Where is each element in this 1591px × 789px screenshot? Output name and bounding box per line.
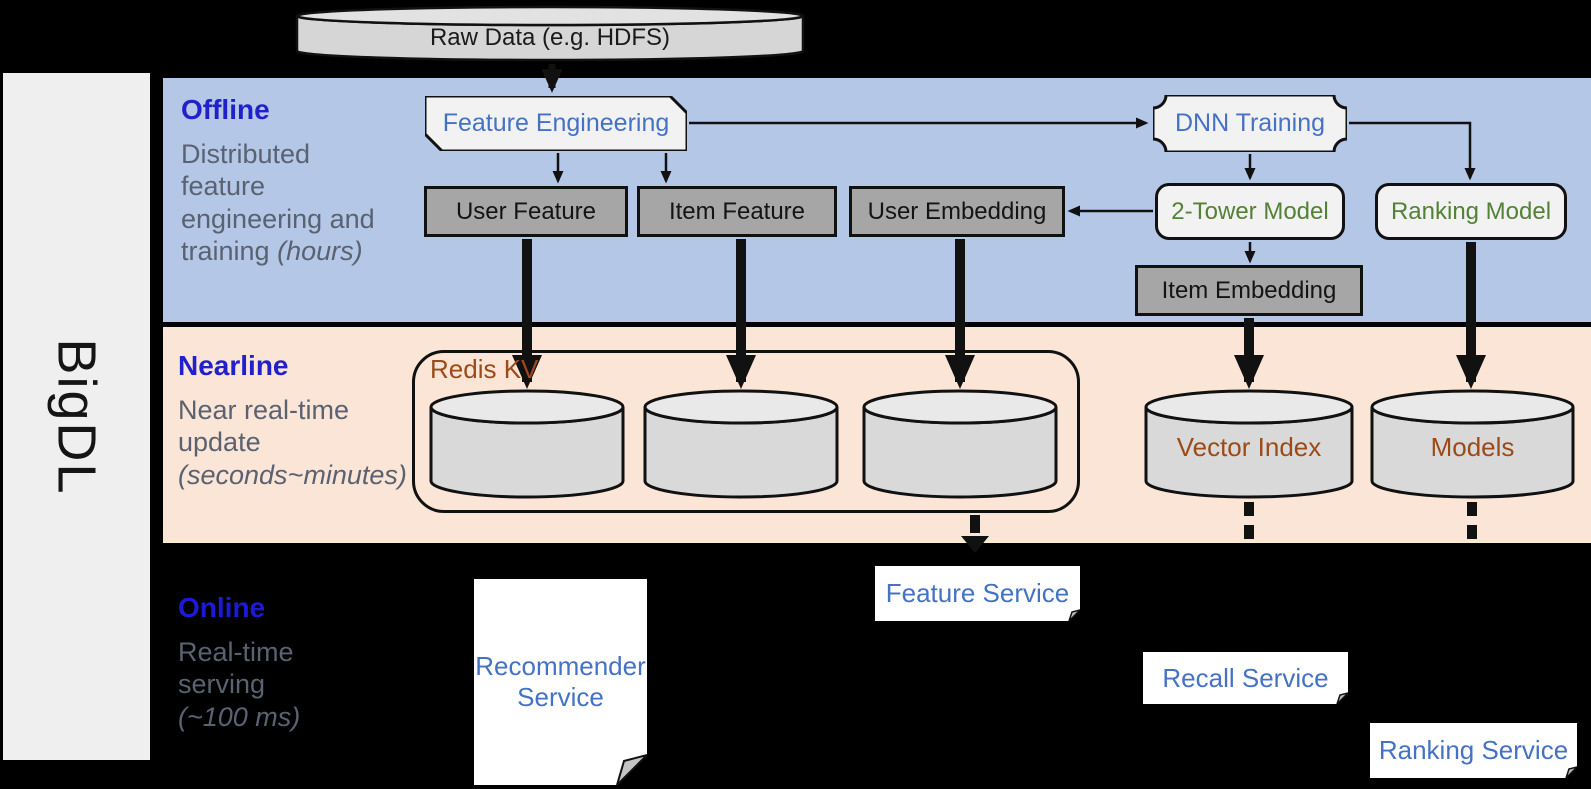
redis-cylinder-2 — [643, 388, 839, 500]
user-embedding-node: User Embedding — [849, 186, 1065, 237]
ranking-service-label: Ranking Service — [1378, 735, 1569, 765]
item-feature-label: Item Feature — [668, 197, 806, 225]
cylinder-shape — [429, 389, 625, 499]
nearline-title: Nearline — [178, 350, 289, 381]
recall-service-label: Recall Service — [1162, 662, 1329, 693]
nearline-desc-text: Near real-time update — [178, 395, 350, 458]
online-section-header: Online Real-time serving (~100 ms) — [178, 592, 320, 733]
raw-data-store: Raw Data (e.g. HDFS) — [295, 4, 805, 62]
vector-index-store: Vector Index — [1144, 388, 1354, 500]
offline-description: Distributed feature engineering and trai… — [181, 138, 396, 268]
feature-service-node: Feature Service — [875, 566, 1080, 621]
item-embedding-label: Item Embedding — [1161, 276, 1337, 304]
online-desc-text: Real-time serving — [178, 637, 294, 700]
folded-corner — [1565, 766, 1577, 778]
cylinder-shape — [1144, 389, 1354, 499]
models-label: Models — [1430, 432, 1515, 462]
nearline-section-header: Nearline Near real-time update (seconds~… — [178, 350, 423, 491]
redis-cylinder-3 — [862, 388, 1058, 500]
folded-corner — [1336, 692, 1348, 704]
vector-index-label: Vector Index — [1176, 432, 1322, 462]
item-embedding-node: Item Embedding — [1135, 265, 1363, 316]
cylinder-shape — [643, 389, 839, 499]
two-tower-model-node: 2-Tower Model — [1155, 183, 1345, 240]
two-tower-model-label: 2-Tower Model — [1171, 197, 1329, 225]
nearline-description: Near real-time update (seconds~minutes) — [178, 394, 423, 491]
ranking-service-node: Ranking Service — [1370, 723, 1577, 778]
note-shape — [875, 566, 1080, 621]
cylinder-shape — [295, 5, 805, 62]
online-title: Online — [178, 592, 266, 623]
feature-service-label: Feature Service — [885, 578, 1070, 608]
snip-rect-shape — [425, 96, 687, 151]
bigdl-label: BigDL — [46, 337, 107, 496]
ranking-model-label: Ranking Model — [1390, 197, 1552, 225]
feature-engineering-label: Feature Engineering — [442, 109, 670, 137]
user-feature-node: User Feature — [424, 186, 628, 237]
user-embedding-label: User Embedding — [867, 197, 1047, 225]
folded-corner — [1068, 609, 1080, 621]
dnn-training-node: DNN Training — [1153, 95, 1347, 152]
offline-title: Offline — [181, 94, 270, 125]
redis-cylinder-1 — [429, 388, 625, 500]
offline-desc-text: Distributed feature engineering and trai… — [181, 139, 375, 267]
cylinder-shape — [1370, 389, 1575, 499]
offline-desc-italic: (hours) — [277, 236, 363, 267]
recall-service-node: Recall Service — [1143, 652, 1348, 704]
bigdl-sidebar: BigDL — [3, 73, 150, 760]
offline-section-header: Offline Distributed feature engineering … — [181, 94, 396, 268]
online-desc-italic: (~100 ms) — [178, 701, 301, 732]
user-feature-label: User Feature — [455, 197, 597, 225]
note-shape — [1143, 652, 1348, 704]
note-shape — [1370, 723, 1577, 778]
models-store: Models — [1370, 388, 1575, 500]
document-shape — [474, 579, 647, 785]
feature-engineering-node: Feature Engineering — [425, 96, 687, 151]
ranking-model-node: Ranking Model — [1375, 183, 1567, 240]
recommender-service-label: Recommender Service — [475, 651, 646, 712]
recommender-service-node: Recommender Service — [474, 579, 647, 785]
item-feature-node: Item Feature — [637, 186, 837, 237]
raw-data-label: Raw Data (e.g. HDFS) — [429, 24, 671, 51]
plaque-shape — [1153, 95, 1347, 152]
redis-kv-container — [412, 350, 1080, 513]
folded-corner — [616, 753, 647, 785]
nearline-desc-italic: (seconds~minutes) — [178, 459, 407, 490]
cylinder-shape — [862, 389, 1058, 499]
dnn-training-label: DNN Training — [1174, 109, 1326, 137]
online-description: Real-time serving (~100 ms) — [178, 636, 320, 733]
redis-kv-label: Redis KV — [430, 354, 539, 384]
